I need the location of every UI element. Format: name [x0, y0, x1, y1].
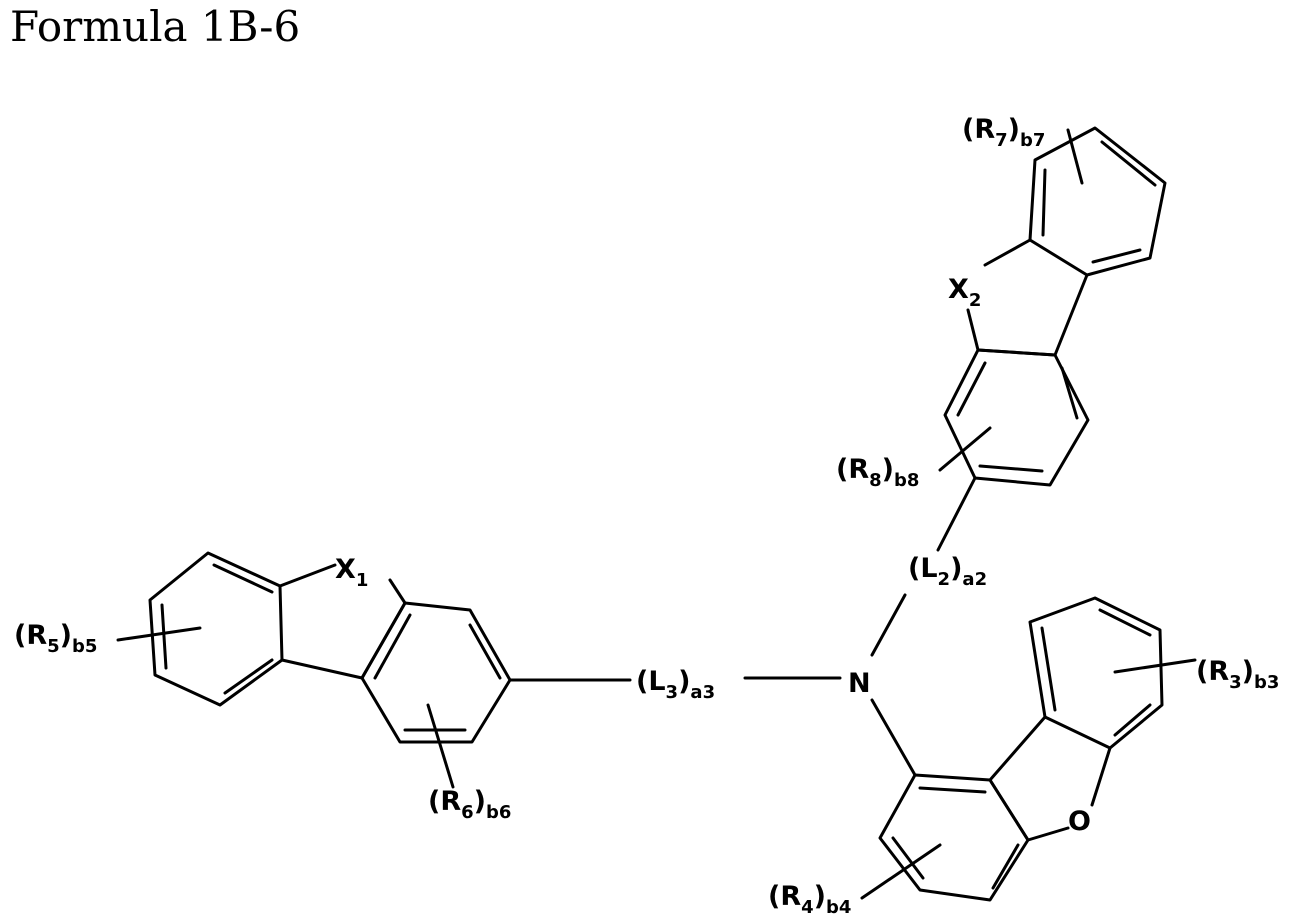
x1-label: X1 — [335, 554, 368, 591]
l3-label: (L3)a3 — [636, 666, 715, 703]
l2-label: (L2)a2 — [908, 553, 987, 590]
r3-label: (R3)b3 — [1196, 656, 1279, 693]
o-atom-label: O — [1068, 806, 1091, 837]
r4-label: (R4)b4 — [768, 881, 851, 918]
r7-label: (R7)b7 — [962, 114, 1045, 151]
x2-label: X2 — [948, 274, 981, 311]
left-fused-ring-system — [118, 553, 840, 787]
r5-label: (R5)b5 — [14, 620, 97, 657]
n-atom-label: N — [848, 668, 871, 699]
r8-label: (R8)b8 — [836, 454, 919, 491]
dibenzofuran-ring-system — [862, 598, 1195, 900]
r6-label: (R6)b6 — [428, 786, 511, 823]
